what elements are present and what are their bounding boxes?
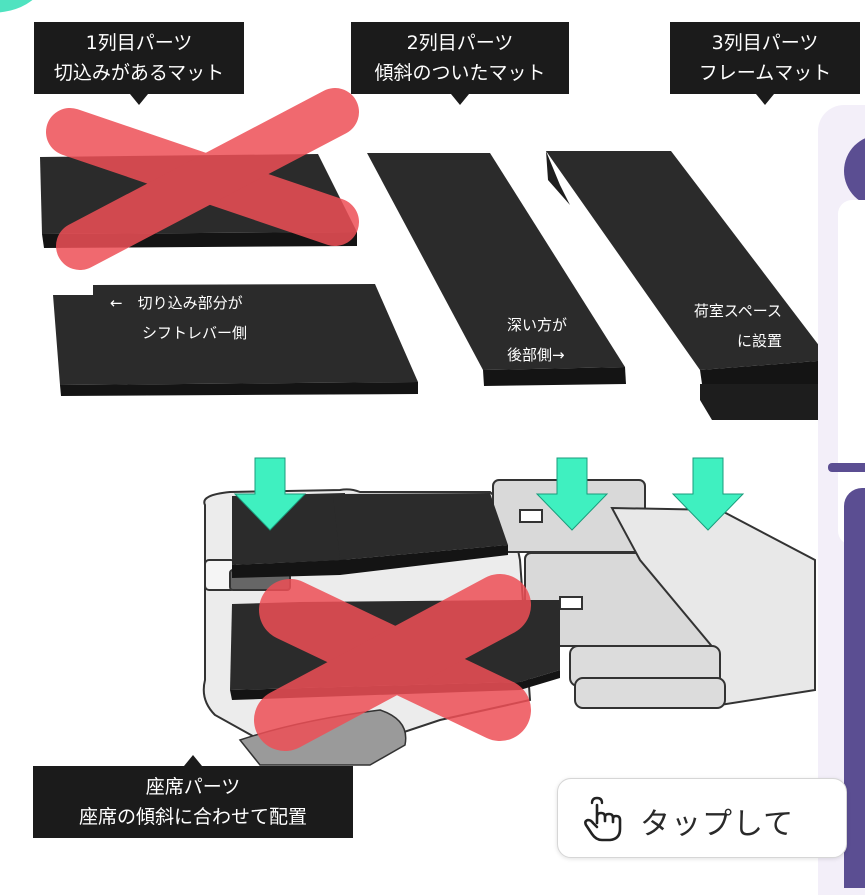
cut-note-line1: ← 切り込み部分が: [110, 294, 243, 312]
frame-mat-note: 荷室スペース に設置: [685, 296, 782, 356]
tap-button[interactable]: タップして: [557, 778, 847, 858]
cut-mat-note: ← 切り込み部分が シフトレバー側: [110, 288, 247, 348]
cross-mark-seat: [254, 574, 531, 751]
placement-arrows: [233, 457, 745, 531]
tap-hand-icon: [584, 796, 622, 842]
slope-note-line2: 後部側→: [507, 346, 565, 364]
row1-parts-label: 1列目パーツ 切込みがあるマット: [34, 22, 244, 105]
seat-label-line2: 座席の傾斜に合わせて配置: [78, 806, 307, 828]
arrow-row2: [535, 457, 609, 531]
row3-mat: [546, 151, 830, 420]
row3-label-line2: フレームマット: [698, 62, 832, 84]
side-panel-divider: [828, 463, 865, 472]
side-panel-block[interactable]: [844, 488, 865, 888]
row2-parts-label: 2列目パーツ 傾斜のついたマット: [351, 22, 569, 105]
row3-parts-label: 3列目パーツ フレームマット: [670, 22, 860, 105]
frame-note-line2: に設置: [737, 332, 783, 350]
cross-mark-row1: [46, 88, 359, 270]
row3-label-line1: 3列目パーツ: [711, 32, 819, 54]
side-panel-avatar: [844, 135, 865, 207]
arrow-row3: [671, 457, 745, 531]
cut-note-line2: シフトレバー側: [142, 324, 248, 342]
row2-label-line1: 2列目パーツ: [406, 32, 514, 54]
car-mat-illustration: [40, 88, 830, 766]
slope-note-line1: 深い方が: [507, 316, 568, 334]
slope-mat-note: 深い方が 後部側→: [507, 310, 567, 370]
seat-label-line1: 座席パーツ: [145, 776, 241, 798]
frame-note-line1: 荷室スペース: [693, 302, 783, 320]
side-panel-card[interactable]: [838, 200, 865, 545]
tap-button-label: タップして: [640, 807, 795, 842]
row2-label-line2: 傾斜のついたマット: [374, 62, 546, 84]
side-panel: [818, 105, 865, 895]
seat-parts-label: 座席パーツ 座席の傾斜に合わせて配置: [33, 755, 353, 838]
row1-mat-bottom: [53, 284, 418, 396]
row1-label-line1: 1列目パーツ: [85, 32, 193, 54]
arrow-row1: [233, 457, 307, 531]
row1-label-line2: 切込みがあるマット: [53, 62, 225, 84]
row2-mat: [367, 153, 626, 386]
